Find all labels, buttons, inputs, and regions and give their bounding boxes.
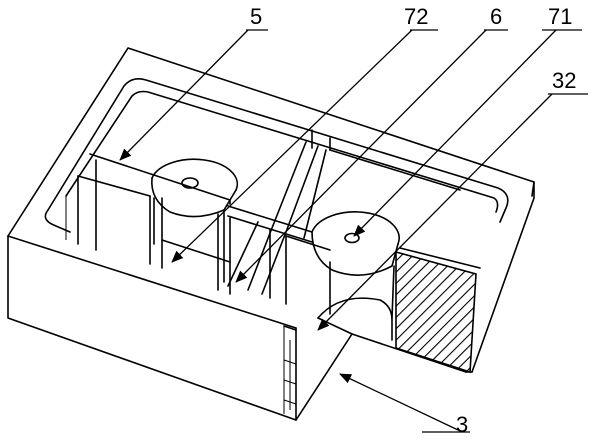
inner-cavity: [44, 78, 509, 240]
right-chamber: [311, 211, 400, 319]
label-3: 3: [456, 412, 468, 437]
diagonal-channel: [227, 141, 327, 295]
label-71: 71: [548, 4, 572, 29]
left-chamber: [151, 158, 239, 283]
leader-lines: [119, 29, 588, 433]
right-hole-icon: [344, 232, 360, 244]
label-5: 5: [250, 4, 262, 29]
reference-labels: 5 72 6 71 32 3: [250, 4, 576, 437]
front-slot: [283, 325, 297, 414]
label-72: 72: [404, 4, 428, 29]
housing-body: [7, 47, 535, 421]
label-32: 32: [552, 68, 576, 93]
left-hole-icon: [181, 177, 199, 189]
label-6: 6: [490, 4, 502, 29]
hatched-section: [395, 250, 477, 374]
